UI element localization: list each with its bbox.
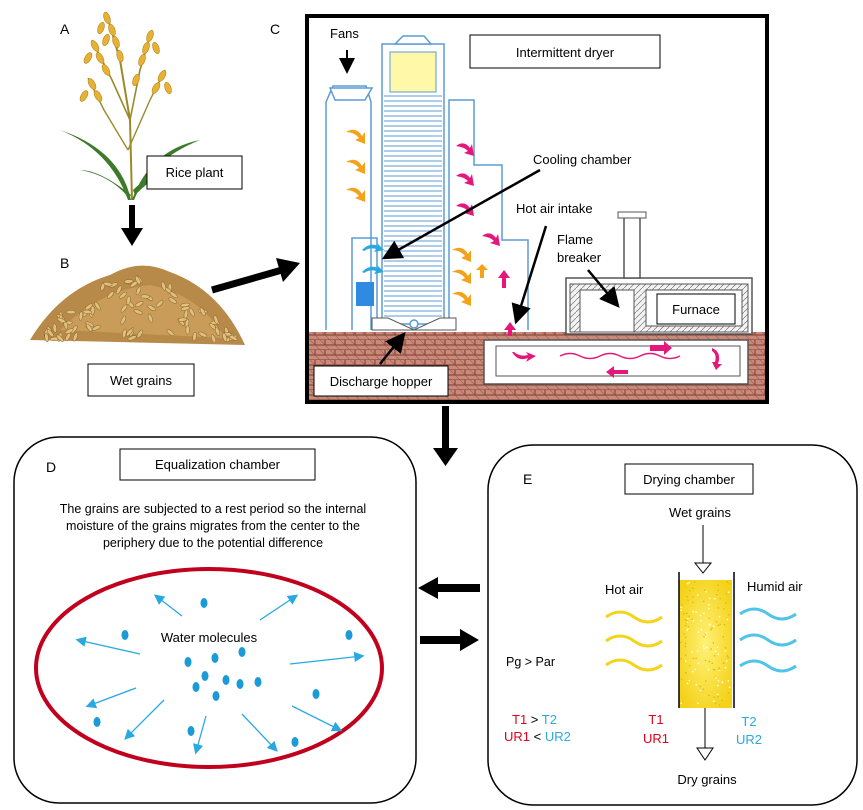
panel-d-letter: D — [46, 459, 56, 475]
fans-label: Fans — [330, 26, 359, 41]
ur2-left: UR2 — [545, 729, 571, 744]
grain-ellipse — [34, 567, 384, 769]
cooling-fan-box — [356, 282, 374, 306]
cooling-chamber-pointer — [381, 168, 541, 260]
water-molecules-label: Water molecules — [161, 630, 258, 645]
dry-grains-output-label: Dry grains — [677, 772, 737, 787]
arrows-d-e — [418, 577, 480, 651]
grain-column-speckle — [680, 581, 731, 706]
rice-plant-label-box — [146, 155, 243, 190]
wet-grains-pile-icon — [30, 265, 245, 345]
panel-b-letter: B — [60, 255, 69, 271]
discharge-hopper-label: Discharge hopper — [330, 374, 433, 389]
flame-breaker-label-1: Flame — [557, 232, 593, 247]
drying-title-box — [624, 463, 754, 495]
pressure-relation: Pg > Par — [506, 655, 555, 669]
hot-air-waves — [605, 610, 663, 672]
hot-air-label: Hot air — [605, 582, 644, 597]
hot-airflow-arrows — [456, 143, 722, 378]
wet-grains-input-label: Wet grains — [669, 505, 731, 520]
wet-grains-label: Wet grains — [110, 373, 172, 388]
discharge-hopper-pointer — [379, 332, 406, 365]
arrow-c-to-e — [433, 406, 458, 466]
arrow-b-to-c — [211, 258, 300, 294]
water-molecule — [187, 726, 195, 736]
tower-slats — [384, 95, 442, 317]
fan-inlet — [328, 87, 374, 101]
t1-inlet: T1 — [648, 712, 663, 727]
equalization-title-box — [119, 448, 316, 481]
humid-air-waves — [739, 607, 797, 673]
flame-breaker-label-2: breaker — [557, 250, 602, 265]
water-molecule — [184, 657, 192, 667]
panel-c: C Fans Intermittent dryer — [270, 14, 769, 404]
rice-plant-icon — [60, 11, 200, 201]
ur1-left: UR1 — [504, 729, 530, 744]
t2-left: T2 — [542, 712, 557, 727]
drying-title: Drying chamber — [643, 472, 735, 487]
temperature-relation: T1 > T2 — [512, 712, 557, 727]
furnace-label: Furnace — [672, 302, 720, 317]
panel-a-letter: A — [60, 21, 70, 37]
ur2-outlet: UR2 — [736, 732, 762, 747]
cooling-airflow-arrows — [346, 129, 488, 306]
panel-a: A — [60, 11, 243, 201]
chimney — [623, 215, 641, 279]
greater-than: > — [527, 712, 542, 727]
panel-c-letter: C — [270, 21, 280, 37]
water-molecule — [200, 598, 208, 608]
flame-breaker-pointer — [587, 269, 620, 308]
equalization-desc-line-1: The grains are subjected to a rest perio… — [60, 502, 366, 516]
t2-outlet: T2 — [741, 714, 756, 729]
water-molecules — [93, 598, 353, 747]
moisture-migration-arrows — [75, 594, 365, 755]
equalization-desc-line-2: moisture of the grains migrates from the… — [66, 519, 360, 533]
discharge-hopper-label-box — [313, 365, 449, 397]
water-molecule — [201, 671, 209, 681]
wet-grains-input-arrow — [693, 562, 713, 574]
equalization-desc-line-3: periphery due to the potential differenc… — [103, 536, 323, 550]
t1-left: T1 — [512, 712, 527, 727]
grain-column — [679, 580, 732, 708]
water-molecule — [222, 675, 230, 685]
water-molecule — [212, 691, 220, 701]
water-molecule — [211, 653, 219, 663]
flame-wave — [559, 352, 681, 360]
dryer-title: Intermittent dryer — [516, 45, 615, 60]
panel-b: B Wet grains — [30, 255, 245, 397]
panel-e: E Drying chamber Wet grains Hot air Humi… — [487, 444, 858, 806]
panel-d: D Equalization chamber The grains are su… — [13, 436, 417, 804]
tower-top-vent — [389, 51, 437, 93]
water-molecule — [93, 717, 101, 727]
water-molecule — [238, 647, 246, 657]
dryer-title-box — [469, 34, 661, 69]
wet-grains-label-box — [87, 363, 195, 397]
ur1-inlet: UR1 — [643, 731, 669, 746]
drying-panel-frame — [487, 444, 858, 806]
water-molecule — [345, 630, 353, 640]
cool-air-arrows — [362, 242, 384, 274]
hot-air-intake-label: Hot air intake — [516, 201, 593, 216]
water-molecule — [236, 679, 244, 689]
furnace-label-box — [656, 293, 736, 325]
discharge-hopper-shape — [371, 317, 457, 331]
dry-grains-output-arrow — [696, 747, 714, 761]
water-molecule — [291, 737, 299, 747]
equalization-title: Equalization chamber — [155, 457, 281, 472]
water-molecule — [312, 689, 320, 699]
arrow-a-to-b — [121, 205, 143, 246]
rice-plant-label: Rice plant — [166, 165, 224, 180]
less-than: < — [530, 729, 545, 744]
panel-e-letter: E — [523, 471, 532, 487]
water-molecule — [192, 682, 200, 692]
hot-air-intake-pointer — [511, 225, 548, 325]
humid-air-label: Humid air — [747, 579, 803, 594]
cooling-chamber-label: Cooling chamber — [533, 152, 632, 167]
humidity-relation: UR1 < UR2 — [504, 729, 571, 744]
water-molecule — [254, 677, 262, 687]
water-molecule — [121, 630, 129, 640]
